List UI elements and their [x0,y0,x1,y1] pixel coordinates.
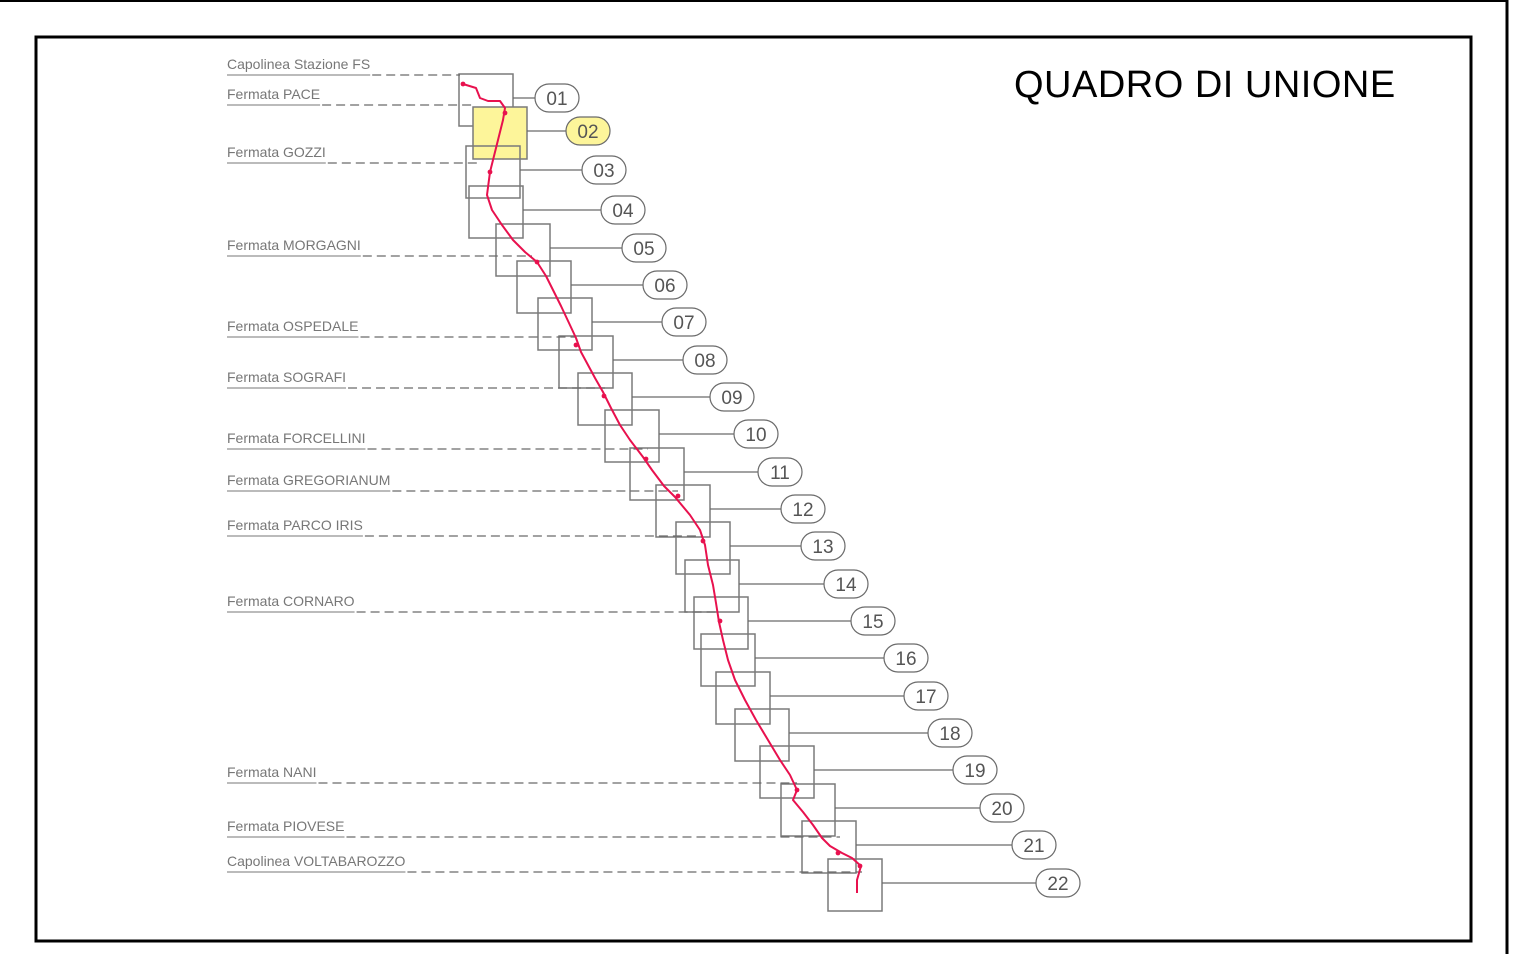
stop-label-4: Fermata OSPEDALE [227,318,359,334]
tile-bubble-16[interactable] [883,643,929,673]
tile-bubble-22[interactable] [1035,868,1081,898]
sheet-title: QUADRO DI UNIONE [1014,64,1396,106]
tile-number-12: 12 [792,500,813,521]
tile-number-05: 05 [633,239,654,260]
tile-number-14: 14 [835,575,857,596]
tile-number-03: 03 [593,161,614,182]
stop-label-6: Fermata FORCELLINI [227,430,365,446]
tile-box-17 [715,671,771,725]
route-stop-dot-4 [573,342,579,348]
tile-bubble-11[interactable] [757,457,803,487]
route-stop-dot-6 [643,456,649,462]
tile-box-16 [700,633,756,687]
tile-bubble-01[interactable] [534,83,580,113]
tile-number-07: 07 [673,313,694,334]
tile-bubble-10[interactable] [733,419,779,449]
route-stop-dot-5 [601,393,607,399]
tile-number-02: 02 [577,122,598,143]
tile-number-19: 19 [964,761,985,782]
tile-bubble-02[interactable] [565,116,611,146]
route-stop-dot-7 [675,493,681,499]
tile-number-15: 15 [862,612,883,633]
route-stop-dot-12 [857,863,863,869]
bus-route-line [462,83,862,893]
tile-number-06: 06 [654,276,675,297]
tile-box-07 [537,297,593,351]
stop-label-10: Fermata NANI [227,764,316,780]
tile-number-17: 17 [915,687,936,708]
stop-label-9: Fermata CORNARO [227,593,355,609]
tile-number-18: 18 [939,724,960,745]
tile-box-15 [693,596,749,650]
tile-bubble-21[interactable] [1011,830,1057,860]
route-stop-dot-3 [534,259,540,265]
tile-bubble-15[interactable] [850,606,896,636]
tile-bubble-09[interactable] [709,382,755,412]
tile-bubble-12[interactable] [780,494,826,524]
tile-number-13: 13 [812,537,833,558]
tile-box-08 [558,335,614,389]
stop-label-5: Fermata SOGRAFI [227,369,346,385]
stop-label-0: Capolinea Stazione FS [227,56,370,72]
tile-bubble-19[interactable] [952,755,998,785]
tile-bubble-20[interactable] [979,793,1025,823]
tile-box-19 [759,745,815,799]
tile-box-14 [684,559,740,613]
tile-bubble-08[interactable] [682,345,728,375]
route-stop-dots [460,81,863,869]
tile-number-20: 20 [991,799,1012,820]
route-stop-dot-8 [700,538,706,544]
tile-number-11: 11 [770,463,790,484]
tile-box-13 [675,521,731,575]
stop-label-2: Fermata GOZZI [227,144,326,160]
tile-bubble-05[interactable] [621,233,667,263]
tile-number-08: 08 [694,351,715,372]
tile-number-21: 21 [1023,836,1044,857]
route-stop-dot-0 [460,81,466,87]
tile-box-03 [465,145,521,199]
stop-label-11: Fermata PIOVESE [227,818,344,834]
stop-label-12: Capolinea VOLTABAROZZO [227,853,406,869]
outer-frame [34,35,1473,943]
tile-bubble-03[interactable] [581,155,627,185]
route-stop-dot-1 [502,110,508,116]
tile-number-09: 09 [721,388,742,409]
tile-box-22 [827,858,883,912]
route-stop-dot-2 [487,169,493,175]
route-stop-dot-10 [794,787,800,793]
route-stop-dot-11 [835,850,841,856]
tile-bubble-07[interactable] [661,307,707,337]
tile-bubble-18[interactable] [927,718,973,748]
stop-label-7: Fermata GREGORIANUM [227,472,390,488]
tile-bubble-17[interactable] [903,681,949,711]
tile-number-10: 10 [745,425,766,446]
tile-bubble-04[interactable] [600,195,646,225]
stop-label-8: Fermata PARCO IRIS [227,517,363,533]
tile-box-21 [801,820,857,874]
stop-label-3: Fermata MORGAGNI [227,237,361,253]
tile-box-06 [516,260,572,314]
tile-bubble-13[interactable] [800,531,846,561]
tile-box-18 [734,708,790,762]
tile-number-04: 04 [612,201,634,222]
tile-bubble-06[interactable] [642,270,688,300]
route-stop-dot-9 [717,618,723,624]
tile-box-11 [629,447,685,501]
tile-box-10 [604,409,660,463]
tile-number-16: 16 [895,649,916,670]
tile-bubble-14[interactable] [823,569,869,599]
stop-leaders-layer: Capolinea Stazione FS Fermata PACE Fermata… [227,56,862,873]
tile-box-20 [780,783,836,837]
tile-number-01: 01 [546,89,567,110]
tile-box-12 [655,484,711,538]
stop-label-1: Fermata PACE [227,86,320,102]
tile-number-22: 22 [1047,874,1068,895]
tile-box-05 [495,223,551,277]
